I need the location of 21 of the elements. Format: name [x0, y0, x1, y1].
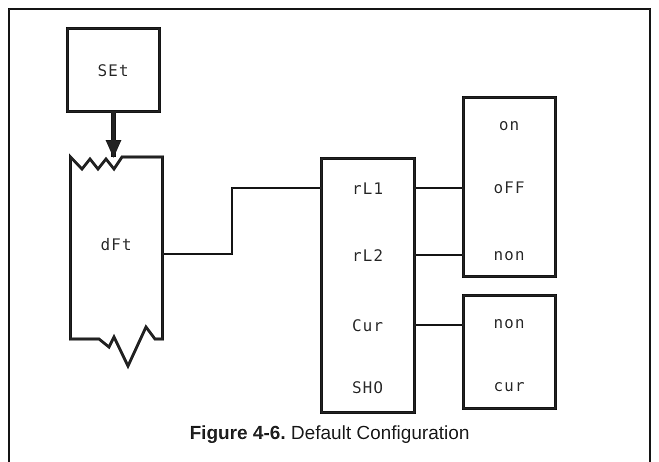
connector-line	[164, 187, 320, 255]
menu-box	[320, 157, 416, 414]
display-code: on	[498, 114, 520, 134]
arrow	[106, 113, 122, 158]
connector-line	[416, 254, 462, 256]
display-code: Cur	[352, 316, 384, 334]
display-code: dFt	[100, 234, 132, 254]
display-code: cur	[494, 376, 526, 394]
menu-box	[462, 294, 557, 410]
display-code: rL1	[352, 178, 384, 198]
figure-caption: Figure 4-6. Default Configuration	[190, 423, 470, 444]
connector-line	[416, 187, 462, 189]
display-code: non	[494, 244, 526, 264]
connector-line	[416, 324, 462, 326]
display-code: oFF	[494, 178, 526, 196]
display-box	[66, 27, 161, 113]
display-code: SHO	[352, 378, 384, 396]
menu-box	[462, 96, 557, 278]
display-code: non	[494, 312, 526, 332]
display-code: rL2	[352, 246, 384, 264]
display-code: SEt	[98, 60, 130, 80]
